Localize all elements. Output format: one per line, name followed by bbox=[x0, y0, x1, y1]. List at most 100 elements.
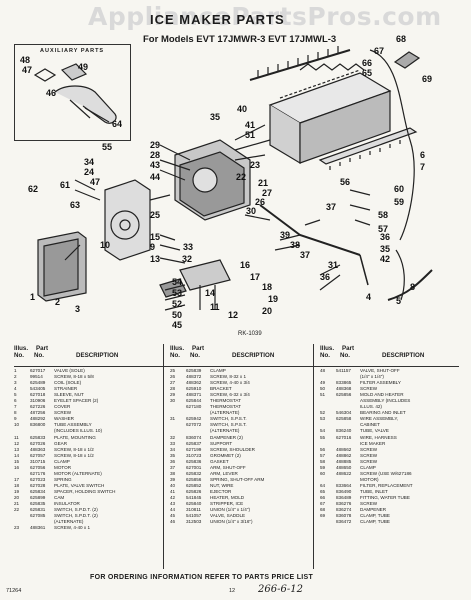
part-number: 836240 bbox=[336, 428, 352, 434]
part-description: SCREW bbox=[360, 501, 378, 507]
svg-text:25: 25 bbox=[150, 210, 160, 220]
svg-text:58: 58 bbox=[378, 210, 388, 220]
part-description: SUPPORT bbox=[210, 440, 233, 446]
header-part: Part bbox=[192, 345, 205, 352]
svg-text:49: 49 bbox=[78, 62, 88, 72]
illus-number: 50 bbox=[320, 386, 326, 392]
illus-number: 14 bbox=[14, 452, 20, 458]
part-number: 625856 bbox=[336, 392, 352, 398]
svg-text:37: 37 bbox=[300, 250, 310, 260]
illus-number: 2 bbox=[14, 374, 17, 380]
part-number: 310723 bbox=[186, 452, 202, 458]
illus-number: 44 bbox=[170, 507, 176, 513]
illus-number: 18 bbox=[14, 482, 20, 488]
part-description: MOTOR) bbox=[360, 476, 379, 482]
part-description: BRACKET bbox=[210, 386, 232, 392]
column-divider bbox=[313, 344, 314, 569]
illus-number: 60 bbox=[320, 470, 326, 476]
svg-text:47: 47 bbox=[22, 65, 32, 75]
part-description: PLATE, MOUNTING bbox=[54, 434, 96, 440]
svg-text:14: 14 bbox=[205, 288, 215, 298]
part-number: 488368 bbox=[336, 386, 352, 392]
part-number: 488363 bbox=[30, 446, 46, 452]
svg-text:51: 51 bbox=[245, 130, 255, 140]
part-description: WIRE ASSEMBLY, bbox=[360, 416, 399, 422]
svg-text:11: 11 bbox=[210, 302, 220, 312]
illus-number: 15 bbox=[14, 458, 20, 464]
illus-number: 40 bbox=[170, 482, 176, 488]
svg-text:44: 44 bbox=[150, 172, 160, 182]
table-row: (1/4" x 1/4") bbox=[320, 374, 459, 380]
illus-number: 48 bbox=[320, 368, 326, 373]
illus-number: 67 bbox=[320, 501, 326, 507]
part-description: SPRING, SHUT-OFF ARM bbox=[210, 476, 265, 482]
part-description: CAM bbox=[54, 494, 65, 500]
header-partno: No. bbox=[340, 352, 350, 359]
part-description: SCREW, 4-40 x 3/4 bbox=[210, 380, 250, 386]
part-description: (ALTERNATE) bbox=[54, 519, 84, 525]
part-description: (ALTERNATE) bbox=[210, 410, 240, 416]
svg-text:32: 32 bbox=[182, 254, 192, 264]
svg-text:66: 66 bbox=[362, 58, 372, 68]
svg-text:24: 24 bbox=[84, 167, 94, 177]
part-description: GEAR bbox=[54, 440, 68, 446]
part-description: SLEEVE, NUT bbox=[54, 392, 84, 398]
svg-text:28: 28 bbox=[150, 150, 160, 160]
illus-number: 1 bbox=[14, 368, 17, 373]
part-description: THERMOSTAT bbox=[210, 404, 241, 410]
illus-number: 16 bbox=[14, 464, 20, 470]
part-description: INSULATOR bbox=[54, 501, 80, 507]
part-description: CLAMP bbox=[360, 464, 376, 470]
part-description: MOTOR (ALTERNATE) bbox=[54, 470, 102, 476]
part-number: 625852 bbox=[186, 482, 202, 488]
part-number: 627018 bbox=[30, 392, 46, 398]
part-description: EJECTOR bbox=[210, 488, 232, 494]
part-number: 625834 bbox=[30, 488, 46, 494]
part-description: FILTER, REPLACEMENT bbox=[360, 482, 413, 488]
svg-text:67: 67 bbox=[374, 46, 384, 56]
illus-number: 68 bbox=[320, 507, 326, 513]
part-number: 488885 bbox=[336, 458, 352, 464]
part-description: SCREW bbox=[360, 452, 378, 458]
illus-number: 32 bbox=[170, 434, 176, 440]
illus-number: 31 bbox=[170, 416, 176, 422]
page-title: ICE MAKER PARTS bbox=[150, 12, 285, 27]
svg-text:13: 13 bbox=[150, 254, 160, 264]
part-number: 625833 bbox=[30, 434, 46, 440]
illus-number: 65 bbox=[320, 488, 326, 494]
part-number: 627016 bbox=[336, 434, 352, 440]
part-description: STRAINER bbox=[54, 386, 78, 392]
ordering-note: FOR ORDERING INFORMATION REFER TO PARTS … bbox=[90, 574, 314, 581]
part-description: SCREW, 8-18 x 5/8 bbox=[54, 374, 94, 380]
column-header: Illus. Part No. No. DESCRIPTION bbox=[164, 344, 314, 367]
part-description: CABINET bbox=[360, 422, 380, 428]
part-number: 488292 bbox=[30, 416, 46, 422]
svg-text:21: 21 bbox=[258, 178, 268, 188]
illus-number: 7 bbox=[14, 404, 17, 410]
part-description: SCREW, SHOULDER bbox=[210, 446, 255, 452]
part-number: 627017 bbox=[30, 368, 46, 373]
